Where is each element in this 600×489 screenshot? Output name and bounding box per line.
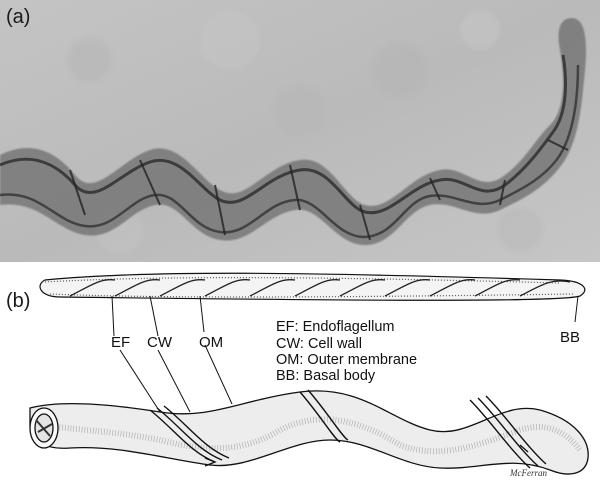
callout-bb: BB: [560, 329, 580, 346]
panel-b-label: (b): [6, 290, 30, 313]
legend-item-om: OM: Outer membrane: [276, 352, 417, 368]
artist-signature: McFerran: [509, 468, 547, 478]
callout-om: OM: [199, 334, 223, 351]
legend-item-cw: CW: Cell wall: [276, 336, 362, 352]
spirochete-cutaway: [30, 390, 588, 474]
callout-cw: CW: [147, 334, 173, 351]
legend: EF: Endoflagellum CW: Cell wall OM: Oute…: [276, 319, 417, 384]
schematic-drawing: EF CW OM BB EF: Endoflagellum CW: Cell w…: [0, 262, 600, 489]
callout-ef: EF: [111, 334, 130, 351]
panel-a-label: (a): [6, 6, 30, 29]
legend-item-ef: EF: Endoflagellum: [276, 319, 394, 335]
electron-micrograph: [0, 0, 600, 262]
spirochete-overview: [40, 273, 585, 300]
legend-item-bb: BB: Basal body: [276, 368, 376, 384]
